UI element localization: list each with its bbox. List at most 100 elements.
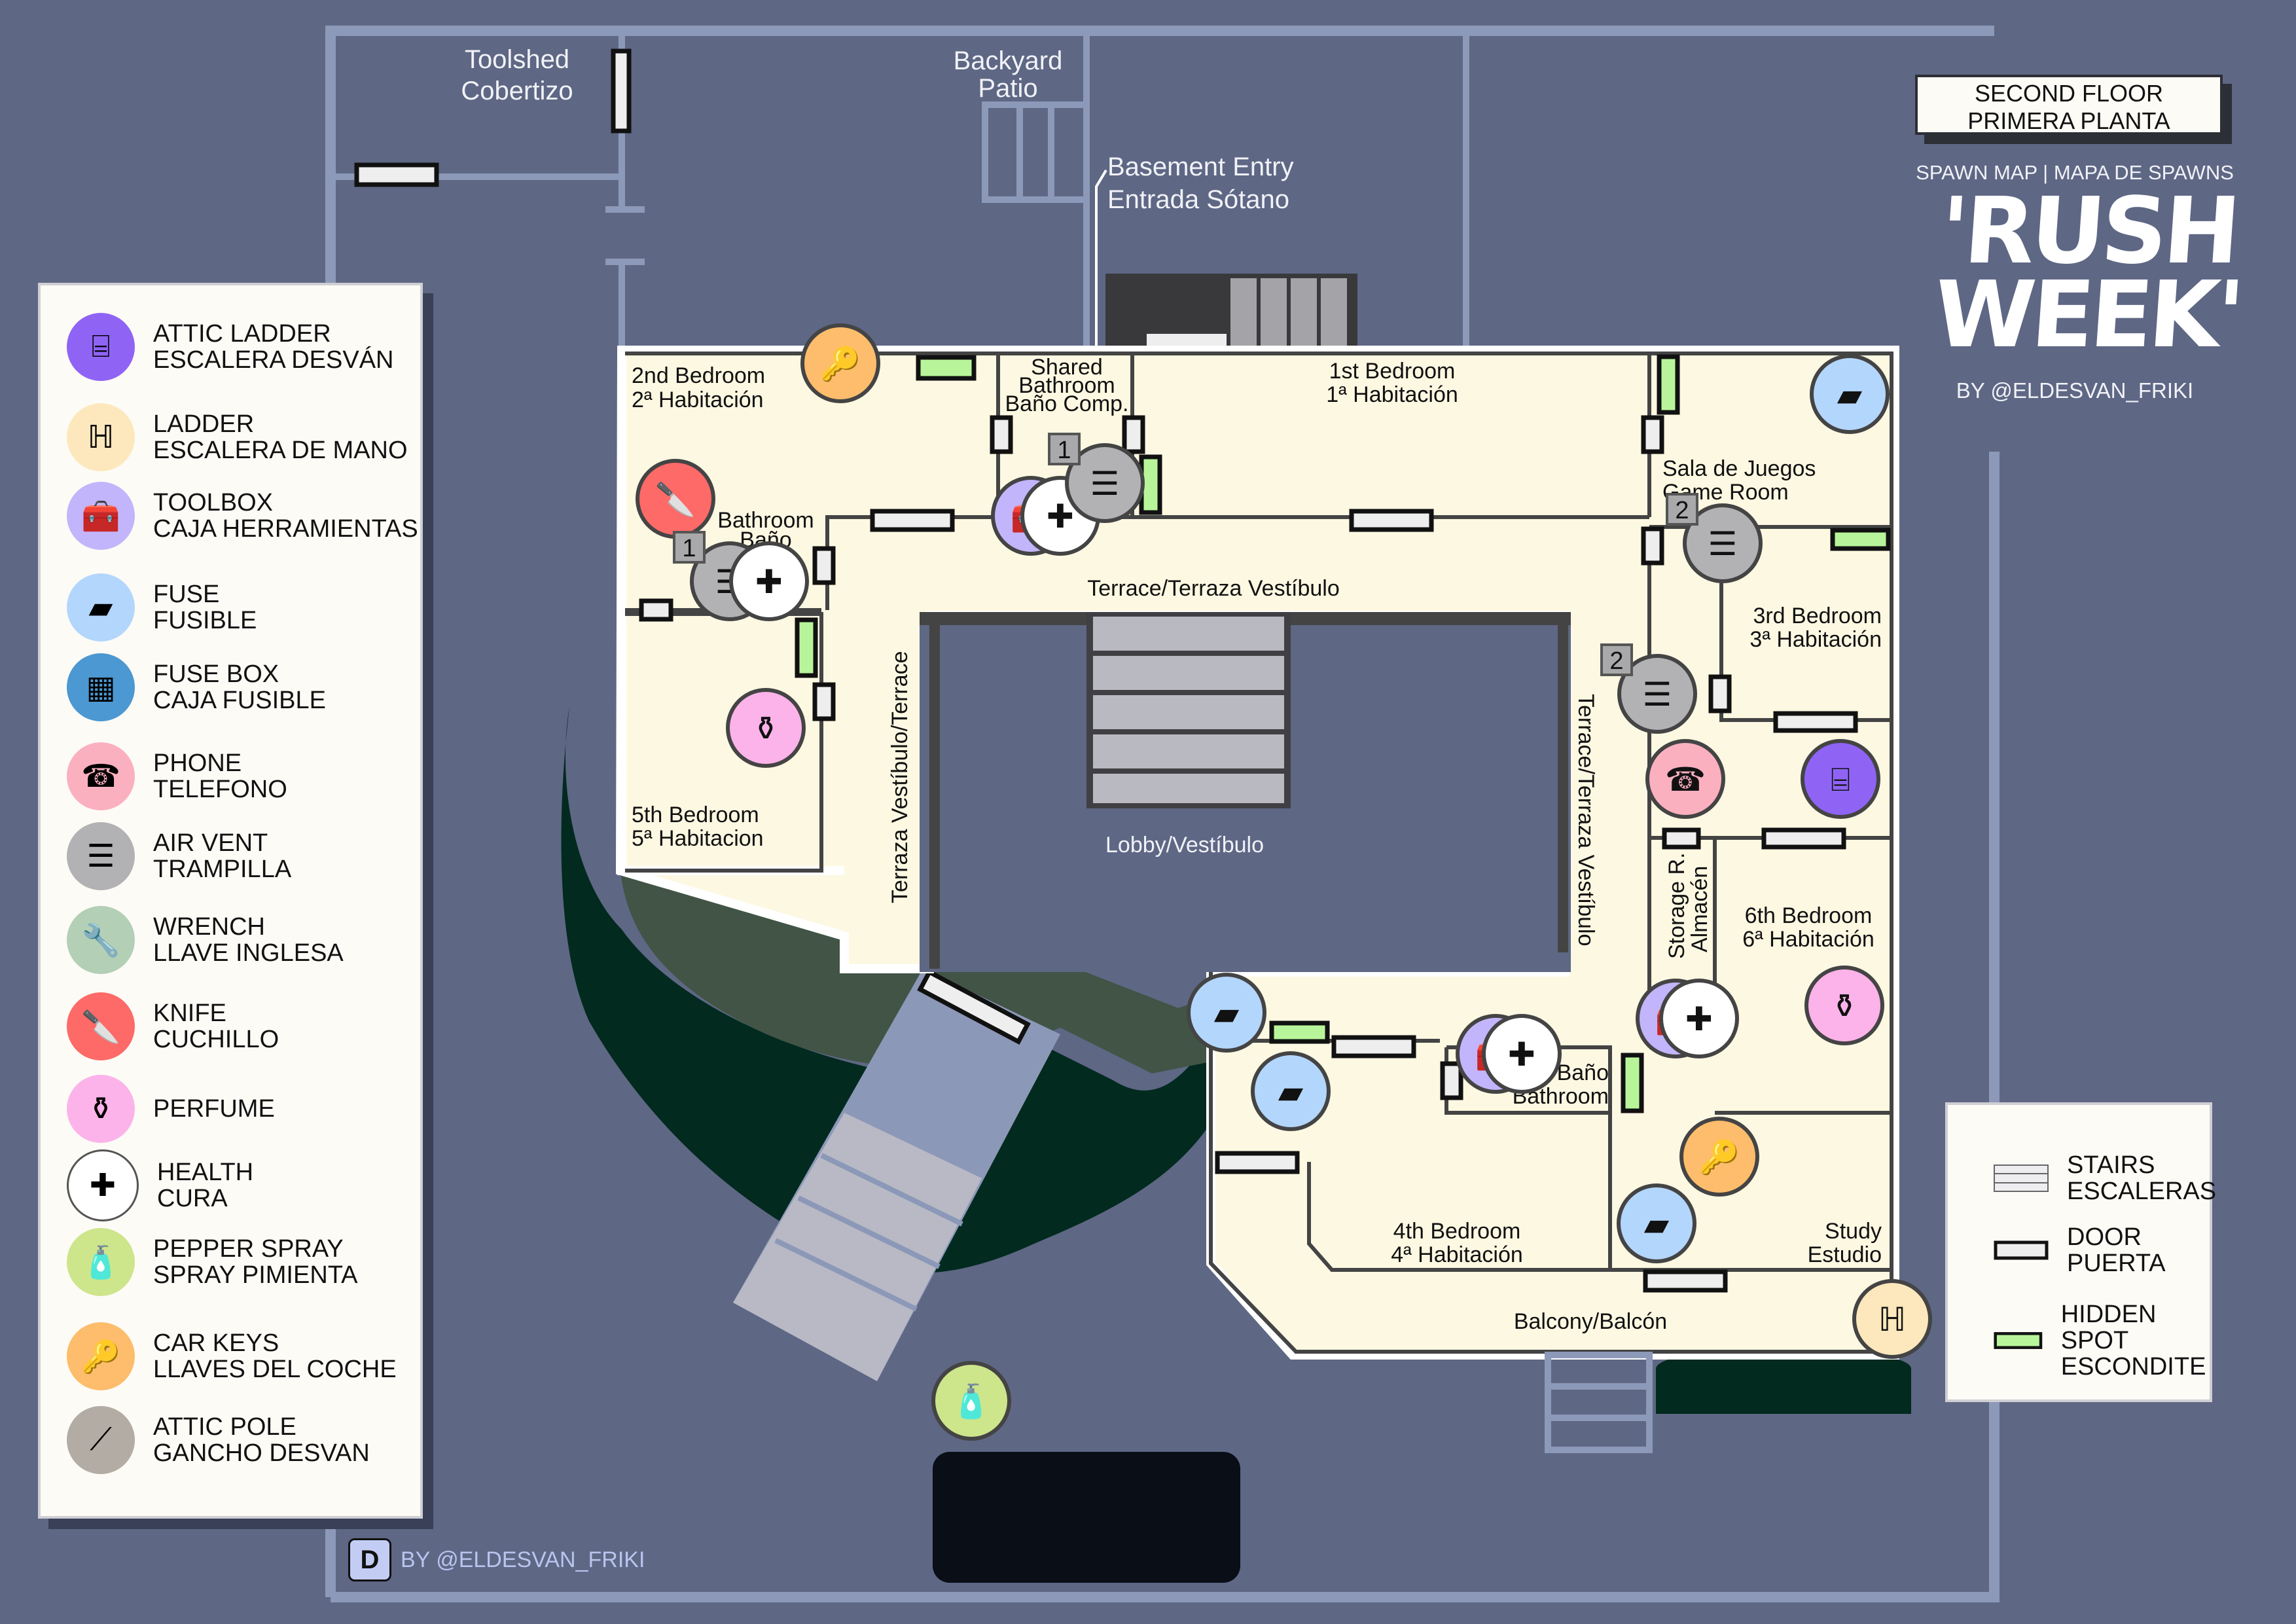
legend-item-label-en: CAR KEYS — [153, 1329, 279, 1357]
legend-label: STAIRS — [2067, 1151, 2155, 1179]
room-label: 5ª Habitacion — [632, 826, 764, 851]
fuse-icon-glyph: ▰ — [1278, 1074, 1304, 1110]
pepper-spray-icon — [931, 1361, 1011, 1441]
legend-item-label-es: ESCALERA DESVÁN — [153, 346, 394, 374]
room-label: Sala de Juegos — [1662, 456, 1816, 481]
toolbox-icon: 🧰 — [67, 482, 135, 550]
room-label: 3rd Bedroom — [1753, 604, 1882, 628]
legend-item-label-es: SPRAY PIMIENTA — [153, 1261, 358, 1289]
health-icon — [1659, 979, 1739, 1058]
perfume-marker: ⚱ — [1804, 965, 1884, 1045]
fuse-icon-glyph: ▰ — [1214, 995, 1240, 1032]
air-vent-marker: ☰2 — [1666, 493, 1763, 583]
door — [917, 969, 1031, 1045]
backyard-label: Backyard — [954, 46, 1063, 75]
perfume-icon-glyph: ⚱ — [1831, 988, 1858, 1024]
car-keys-icon-glyph: 🔑 — [820, 344, 861, 384]
air-vent-marker: ☰2 — [1600, 643, 1697, 734]
room-label: 5th Bedroom — [632, 803, 759, 827]
legend-item-label-es: LLAVES DEL COCHE — [153, 1356, 397, 1383]
health-marker: ✚ — [1659, 979, 1739, 1058]
legend-item-perfume: ⚱PERFUME — [67, 1075, 275, 1143]
air-vent-marker: ☰1 — [1048, 433, 1145, 523]
health-icon — [1482, 1014, 1562, 1094]
legend-item-label: PERFUME — [153, 1096, 275, 1122]
door — [611, 48, 632, 134]
fuse-box-icon: ▦ — [67, 653, 135, 721]
fuse-icon: ▰ — [67, 573, 135, 641]
perfume-marker: ⚱ — [726, 688, 806, 768]
vent-link-number: 2 — [1609, 647, 1623, 675]
car-keys-marker: 🔑 — [800, 323, 880, 403]
game-title-line2: WEEK' — [1930, 262, 2244, 369]
vent-link-number: 1 — [1057, 437, 1071, 464]
fuse-marker: ▰ — [1617, 1183, 1696, 1263]
legend-item-label-en: TOOLBOX — [153, 489, 274, 516]
hidden-spots — [795, 354, 1891, 1113]
room-label: Baño — [1557, 1060, 1609, 1085]
legend-item-label-en: AIR VENT — [153, 829, 268, 857]
lobby-label: Lobby/Vestíbulo — [1105, 833, 1264, 857]
air-vent-icon-glyph: ☰ — [1643, 676, 1672, 713]
legend-item-label-en: PEPPER SPRAY — [153, 1235, 344, 1263]
legend-item-label-en: ATTIC LADDER — [153, 320, 331, 348]
stairs-icon — [1994, 1164, 2049, 1192]
backyard-label-es: Patio — [978, 74, 1037, 103]
game-title: 'RUSH WEEK' — [1930, 178, 2244, 369]
vent-link-badge: 1 — [1048, 433, 1081, 465]
room-label: 6th Bedroom — [1745, 903, 1873, 928]
health-icon-glyph: ✚ — [755, 564, 783, 600]
perfume-icon — [726, 688, 806, 768]
vent-link-badge: 2 — [1666, 493, 1698, 526]
attic-ladder-icon-glyph: ⌸ — [1831, 761, 1850, 798]
room-label: Terraza Vestíbulo/Terrace — [888, 651, 912, 903]
car-keys-icon: 🔑 — [67, 1322, 135, 1390]
fuse-icon-glyph: ▰ — [1837, 376, 1863, 413]
room-label: Bathroom — [1018, 373, 1115, 398]
car-keys-icon — [800, 323, 880, 403]
room-label: Terrace/Terraza Vestíbulo — [1573, 694, 1598, 947]
legend-item-label-en: HEALTH — [157, 1159, 254, 1186]
legend-item-label-en: WRENCH — [153, 913, 265, 941]
basement-entry — [1105, 274, 1357, 350]
floor-title-es: PRIMERA PLANTA — [1967, 107, 2170, 134]
room-label: 2nd Bedroom — [632, 363, 765, 388]
attic-ladder-marker: ⌸ — [1801, 739, 1880, 819]
knife-marker: 🔪 — [636, 459, 715, 539]
toolshed-label-es: Cobertizo — [461, 77, 573, 105]
basement-label: Basement Entry — [1107, 153, 1294, 181]
air-vent-icon — [1617, 654, 1697, 734]
phone-icon-glyph: ☎ — [1665, 761, 1706, 798]
item-markers: 🔑🔪☰1✚🧰✚☰1▰☰2☰2⚱☎⌸🧰✚⚱▰▰🧰✚🔑▰ℍ🧴 — [636, 323, 1932, 1441]
fuse-icon — [1617, 1183, 1696, 1263]
room-label: 2ª Habitación — [632, 388, 764, 412]
air-vent-icon-glyph: ☰ — [1090, 465, 1120, 502]
perfume-icon — [1804, 965, 1884, 1045]
room-label: Balcony/Balcón — [1514, 1309, 1667, 1334]
legend-item-label-en: LADDER — [153, 410, 255, 438]
author-byline: BY @ELDESVAN_FRIKI — [1956, 378, 2194, 403]
room-label: Shared — [1031, 355, 1103, 380]
car-keys-icon — [1679, 1117, 1759, 1197]
health-icon — [729, 541, 809, 621]
health-icon: ✚ — [67, 1149, 139, 1221]
room-label: 4th Bedroom — [1393, 1219, 1521, 1244]
front-stairs — [733, 969, 1060, 1381]
vent-link-badge: 1 — [673, 531, 706, 564]
